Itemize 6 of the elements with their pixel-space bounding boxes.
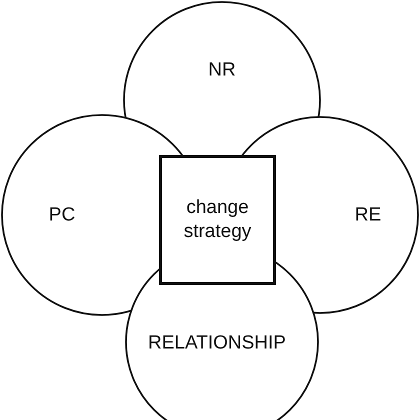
circle-label: RE [354,206,382,224]
square-box [159,155,276,285]
circle-label: PC [48,206,76,224]
circle-label: NR [208,60,236,80]
circle-label: RELATIONSHIP [148,334,286,352]
box-label: change strategy [182,196,252,244]
